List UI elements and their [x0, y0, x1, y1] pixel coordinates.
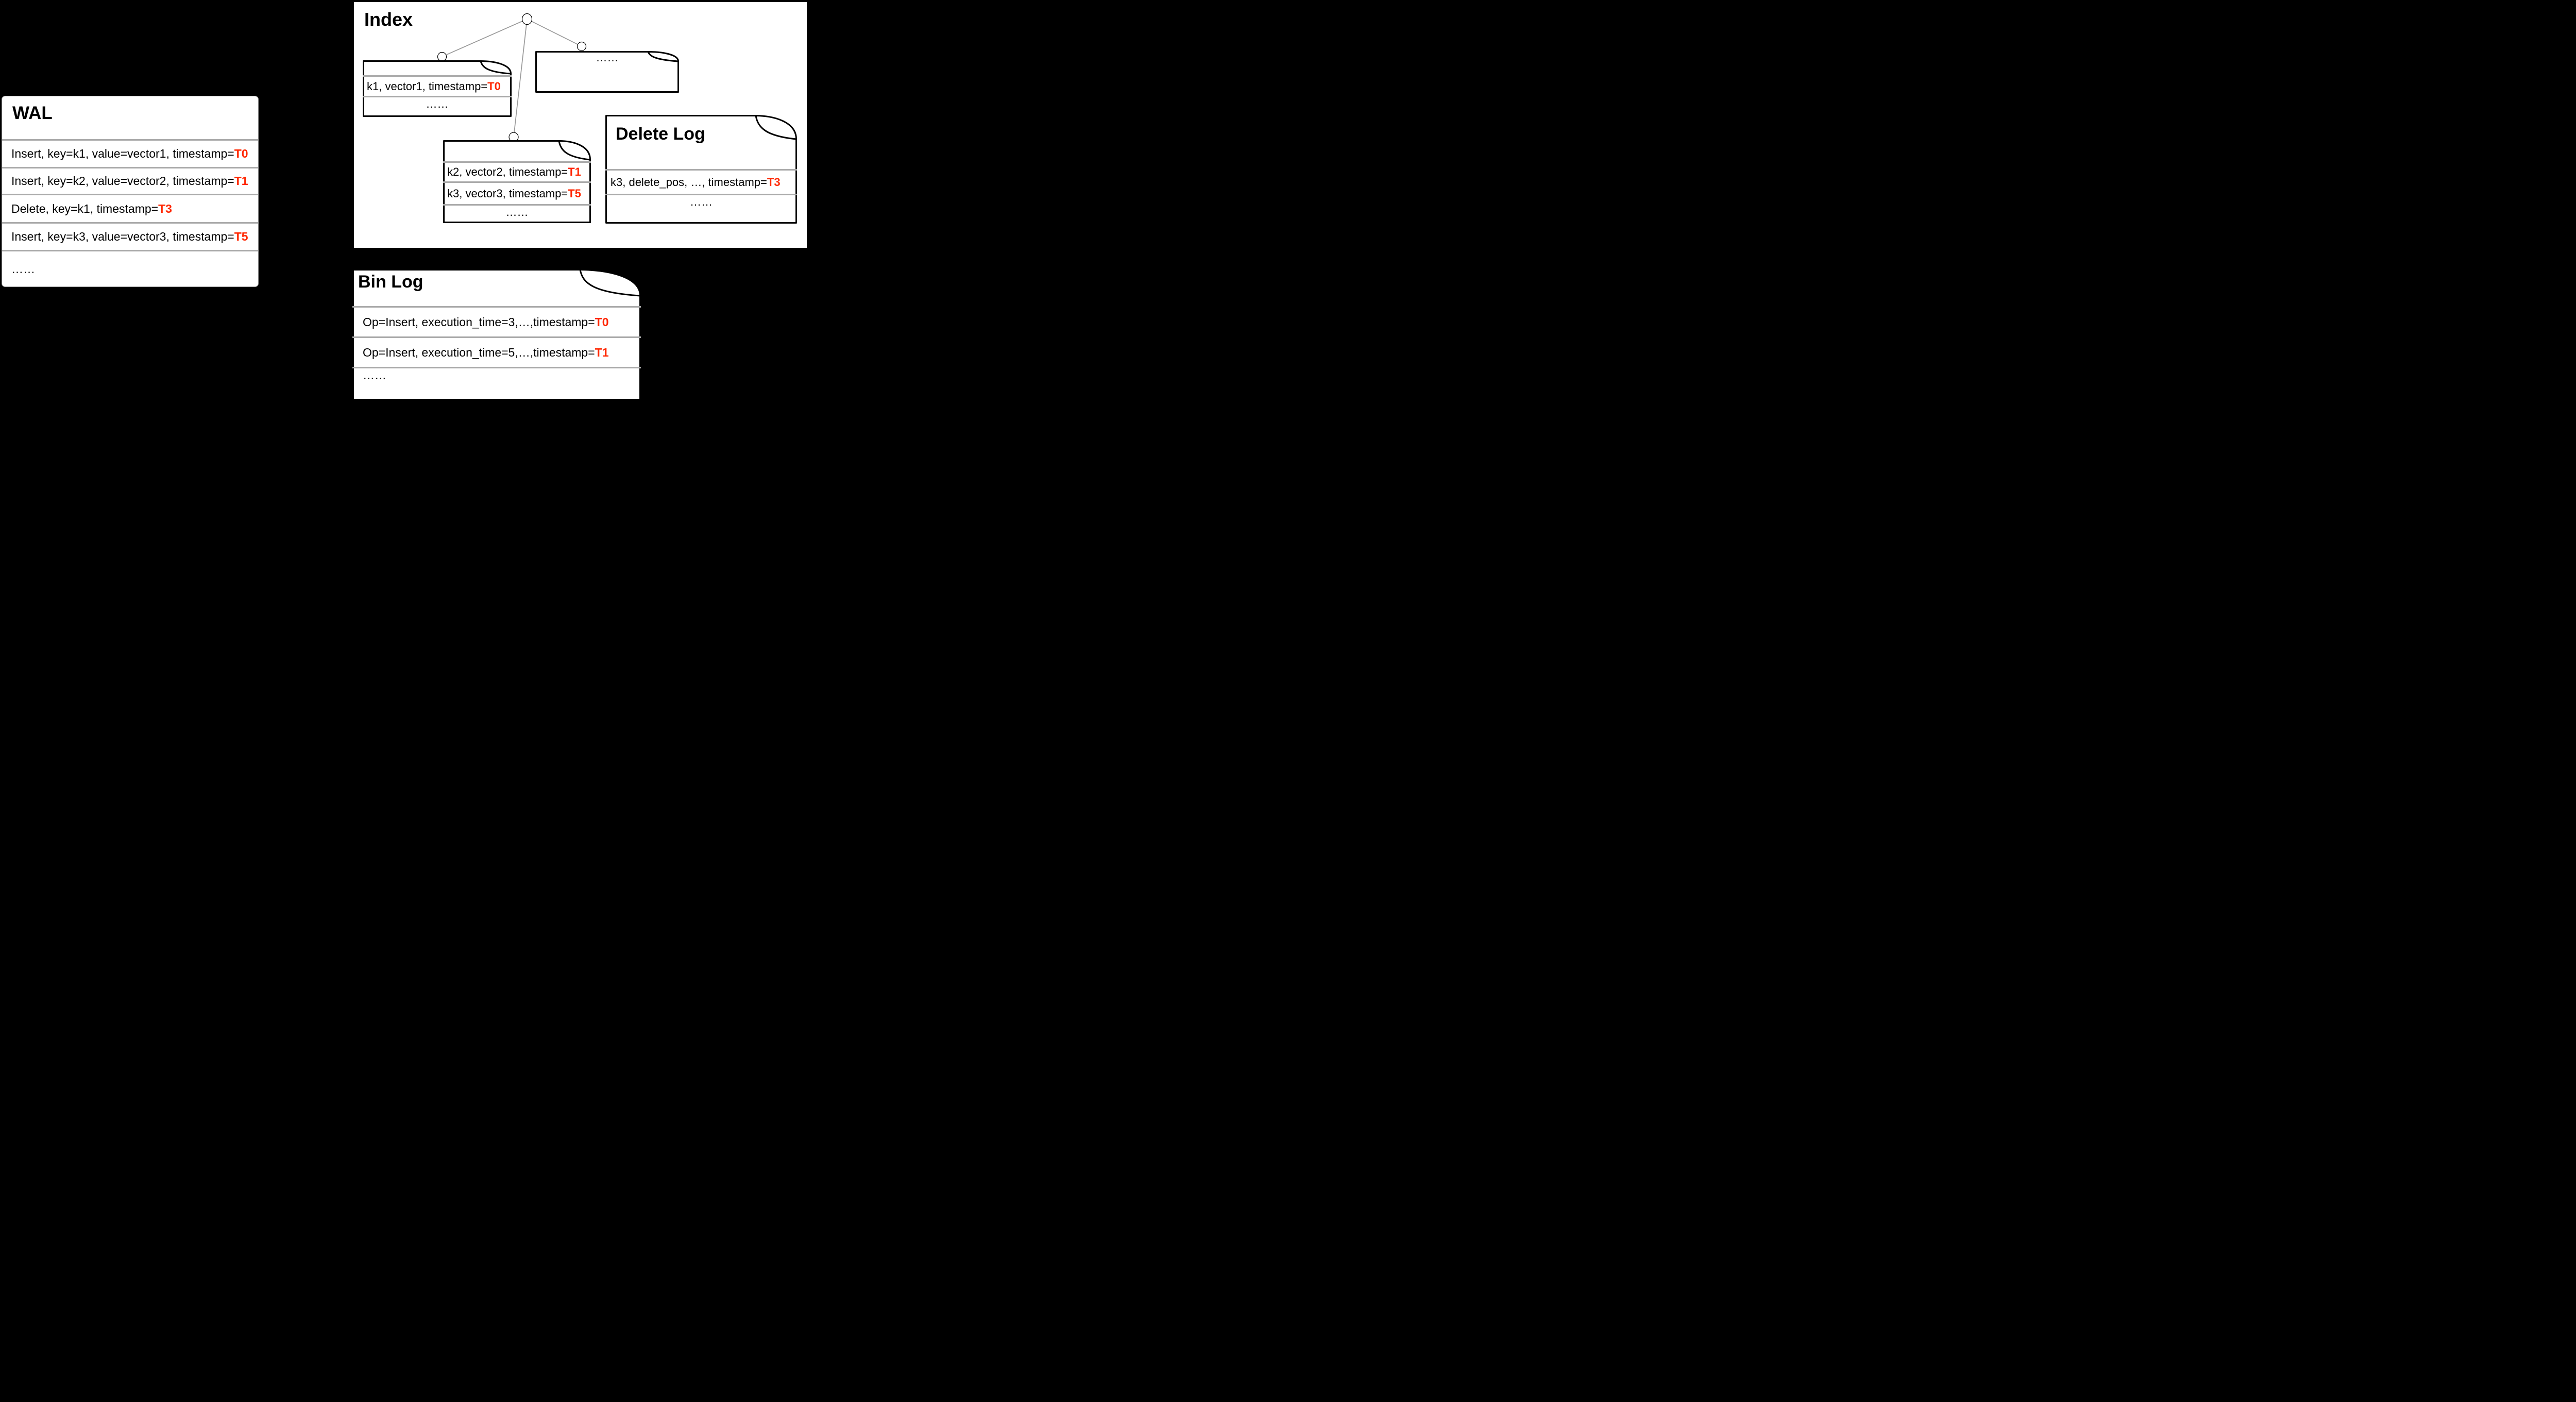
index-tree	[437, 13, 587, 142]
timestamp-highlight: T1	[234, 174, 248, 188]
segment-row-text: k1, vector1, timestamp=	[367, 79, 488, 93]
page-frame-icon	[363, 60, 512, 117]
row-separator	[363, 96, 512, 97]
wal-row: Insert, key=k1, value=vector1, timestamp…	[2, 141, 258, 167]
segment-header	[363, 60, 512, 75]
bin-log-row-text: ……	[363, 368, 386, 382]
row-separator	[2, 250, 258, 251]
tree-edge-root-middle	[513, 19, 528, 138]
tree-edge-root-right	[527, 19, 582, 47]
segment-row-text: ……	[596, 51, 619, 64]
row-separator	[443, 161, 591, 163]
segment-row: k1, vector1, timestamp=T0	[363, 77, 512, 96]
timestamp-highlight: T0	[595, 315, 609, 329]
page-frame-icon	[535, 51, 679, 93]
segment-header	[443, 140, 591, 161]
tree-edge-root-left	[442, 19, 528, 57]
row-separator	[2, 194, 258, 195]
row-separator	[2, 167, 258, 168]
bin-log-rows: Bin Log Op=Insert, execution_time=3,…,ti…	[352, 269, 641, 400]
bin-log-row: Op=Insert, execution_time=3,…,timestamp=…	[352, 308, 641, 336]
timestamp-highlight: T5	[234, 230, 248, 243]
wal-row-text: Delete, key=k1, timestamp=	[11, 201, 159, 215]
row-separator	[352, 306, 641, 308]
segment-row: k3, vector3, timestamp=T5	[443, 183, 591, 204]
wal-row: Insert, key=k3, value=vector3, timestamp…	[2, 224, 258, 250]
segment-rows: k2, vector2, timestamp=T1 k3, vector3, t…	[443, 140, 591, 223]
delete-log-row-ellipsis: ……	[605, 195, 797, 209]
wal-row: Delete, key=k1, timestamp=T3	[2, 195, 258, 222]
timestamp-highlight: T1	[595, 345, 609, 359]
segment-file-left: k1, vector1, timestamp=T0 ……	[363, 60, 512, 117]
segment-row-ellipsis: ……	[443, 206, 591, 219]
bin-log-row-text: Op=Insert, execution_time=3,…,timestamp=	[363, 315, 595, 329]
bin-log-row-ellipsis: ……	[352, 368, 641, 382]
segment-row-text: ……	[505, 206, 529, 218]
timestamp-highlight: T3	[158, 201, 172, 215]
diagram-canvas: WAL Insert, key=k1, value=vector1, times…	[0, 0, 808, 402]
segment-rows: k1, vector1, timestamp=T0 ……	[363, 60, 512, 117]
delete-log-row-text: k3, delete_pos, …, timestamp=	[611, 175, 767, 189]
bin-log-box: Bin Log Op=Insert, execution_time=3,…,ti…	[352, 269, 641, 400]
row-separator	[363, 75, 512, 77]
row-separator	[2, 222, 258, 224]
wal-row-text: Insert, key=k1, value=vector1, timestamp…	[11, 147, 234, 160]
row-separator	[443, 181, 591, 183]
segment-row-text: k3, vector3, timestamp=	[447, 187, 568, 200]
segment-rows: ……	[535, 51, 679, 93]
index-panel: Index k1, vector1, timestamp=T0 ……	[354, 2, 807, 248]
wal-row-text: Insert, key=k2, value=vector2, timestamp…	[11, 174, 234, 188]
segment-row: k2, vector2, timestamp=T1	[443, 163, 591, 181]
row-separator	[2, 139, 258, 141]
delete-log-rows: Delete Log k3, delete_pos, …, timestamp=…	[605, 115, 797, 224]
row-separator	[352, 336, 641, 338]
bin-log-row: Op=Insert, execution_time=5,…,timestamp=…	[352, 338, 641, 367]
delete-log-box: Delete Log k3, delete_pos, …, timestamp=…	[605, 115, 797, 224]
tree-root-node	[521, 13, 533, 25]
row-separator	[443, 204, 591, 206]
delete-log-row-text: ……	[690, 195, 713, 208]
wal-row-ellipsis: ……	[2, 251, 258, 286]
wal-row: Insert, key=k2, value=vector2, timestamp…	[2, 168, 258, 194]
bin-log-title: Bin Log	[358, 272, 423, 292]
bin-log-row-text: Op=Insert, execution_time=5,…,timestamp=	[363, 345, 595, 359]
segment-row-ellipsis: ……	[535, 51, 679, 64]
tree-left-node	[437, 52, 447, 62]
index-title: Index	[364, 9, 413, 30]
row-separator	[605, 194, 797, 195]
segment-file-middle: k2, vector2, timestamp=T1 k3, vector3, t…	[443, 140, 591, 223]
timestamp-highlight: T0	[234, 147, 248, 160]
timestamp-highlight: T3	[767, 175, 781, 189]
segment-file-ellipsis: ……	[535, 51, 679, 93]
delete-log-row: k3, delete_pos, …, timestamp=T3	[605, 171, 797, 194]
timestamp-highlight: T5	[568, 187, 581, 200]
segment-row-ellipsis: ……	[363, 97, 512, 111]
segment-row-text: k2, vector2, timestamp=	[447, 165, 568, 178]
segment-row-text: ……	[426, 97, 449, 110]
wal-row-text: ……	[11, 262, 35, 276]
timestamp-highlight: T0	[487, 79, 501, 93]
wal-row-text: Insert, key=k3, value=vector3, timestamp…	[11, 230, 234, 243]
row-separator	[352, 367, 641, 368]
tree-right-node	[577, 41, 587, 52]
wal-box: WAL Insert, key=k1, value=vector1, times…	[2, 96, 259, 287]
delete-log-title: Delete Log	[616, 124, 705, 144]
wal-title: WAL	[12, 103, 53, 123]
row-separator	[605, 169, 797, 171]
timestamp-highlight: T1	[568, 165, 581, 178]
